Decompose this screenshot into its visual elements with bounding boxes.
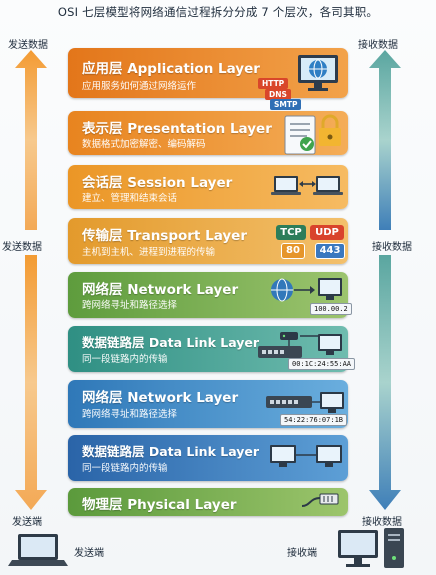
receiver-label: 接收端 (287, 548, 317, 559)
page-title: OSI 七层模型将网络通信过程拆分分成 7 个层次，各司其职。 (57, 5, 379, 19)
layer-name: 网络层 Network Layer (82, 282, 239, 298)
layer-name: 传输层 Transport Layer (82, 228, 247, 244)
layer-name: 应用层 Application Layer (82, 61, 260, 77)
receive-arrow-icon (369, 50, 401, 510)
layer-application: 应用层 Application Layer 应用服务如何通过网络运作 HTTP … (68, 48, 348, 100)
cable-icon (301, 493, 339, 507)
layer-name: 数据链路层 Data Link Layer (82, 335, 260, 350)
layer-datalink-blue: 数据链路层 Data Link Layer 同一段链路内的传输 (68, 435, 348, 481)
left-mid-label: 发送数据 (2, 242, 42, 253)
dns-chip: DNS (265, 89, 291, 100)
layer-desc: 建立、管理和结束会话 (82, 193, 178, 204)
globe-monitor-icon (298, 55, 338, 91)
layer-desc: 跨网络寻址和路径选择 (82, 300, 178, 311)
port-443-badge: 443 (315, 243, 345, 259)
layer-name: 物理层 Physical Layer (82, 497, 237, 513)
layer-transport: 传输层 Transport Layer 主机到主机、进程到进程的传输 TCP U… (68, 218, 348, 264)
right-top-label: 接收数据 (358, 40, 398, 51)
layer-network-blue: 网络层 Network Layer 跨网络寻址和路径选择 54:22:76:07… (68, 380, 348, 428)
send-arrow-icon (15, 50, 47, 510)
mac-tag: 00:1C:24:55:AA (288, 358, 356, 370)
ip-tag: 100.00.2 (310, 303, 352, 315)
layer-name: 数据链路层 Data Link Layer (82, 444, 260, 459)
document-lock-icon (284, 114, 341, 155)
network-globe-icon (271, 278, 342, 302)
network-monitors-icon (270, 445, 342, 467)
layer-desc: 跨网络寻址和路径选择 (82, 409, 178, 420)
receiver-desktop-icon (338, 528, 404, 568)
http-chip: HTTP (258, 78, 289, 89)
layer-name: 表示层 Presentation Layer (82, 121, 272, 137)
layer-datalink-teal: 数据链路层 Data Link Layer 同一段链路内的传输 00:1C:24… (68, 326, 356, 372)
layer-desc: 应用服务如何通过网络运作 (82, 81, 197, 92)
switch-icon (258, 332, 342, 358)
right-mid-label: 接收数据 (372, 242, 412, 253)
layer-desc: 同一段链路内的传输 (82, 463, 168, 474)
layer-desc: 主机到主机、进程到进程的传输 (82, 247, 216, 258)
two-laptops-icon (271, 176, 343, 195)
layer-network-green: 网络层 Network Layer 跨网络寻址和路径选择 100.00.2 (68, 272, 352, 318)
layer-desc: 同一段链路内的传输 (82, 354, 168, 365)
tcp-badge: TCP (276, 225, 306, 240)
layer-session: 会话层 Session Layer 建立、管理和结束会话 (68, 165, 348, 209)
layer-physical: 物理层 Physical Layer (68, 488, 348, 516)
left-bottom-label: 发送端 (12, 517, 42, 528)
sender-label: 发送端 (74, 548, 104, 559)
smtp-chip: SMTP (270, 99, 302, 110)
layer-desc: 数据格式加密解密、编码解码 (82, 139, 206, 150)
layer-name: 会话层 Session Layer (82, 175, 233, 191)
sender-laptop-icon (8, 534, 68, 566)
right-bottom-label: 接收数据 (362, 517, 402, 528)
udp-badge: UDP (310, 225, 344, 240)
router-icon (266, 392, 344, 413)
left-top-label: 发送数据 (8, 40, 48, 51)
port-80-badge: 80 (281, 243, 305, 259)
layer-name: 网络层 Network Layer (82, 390, 239, 406)
mac-tag: 54:22:76:07:1B (280, 414, 348, 426)
